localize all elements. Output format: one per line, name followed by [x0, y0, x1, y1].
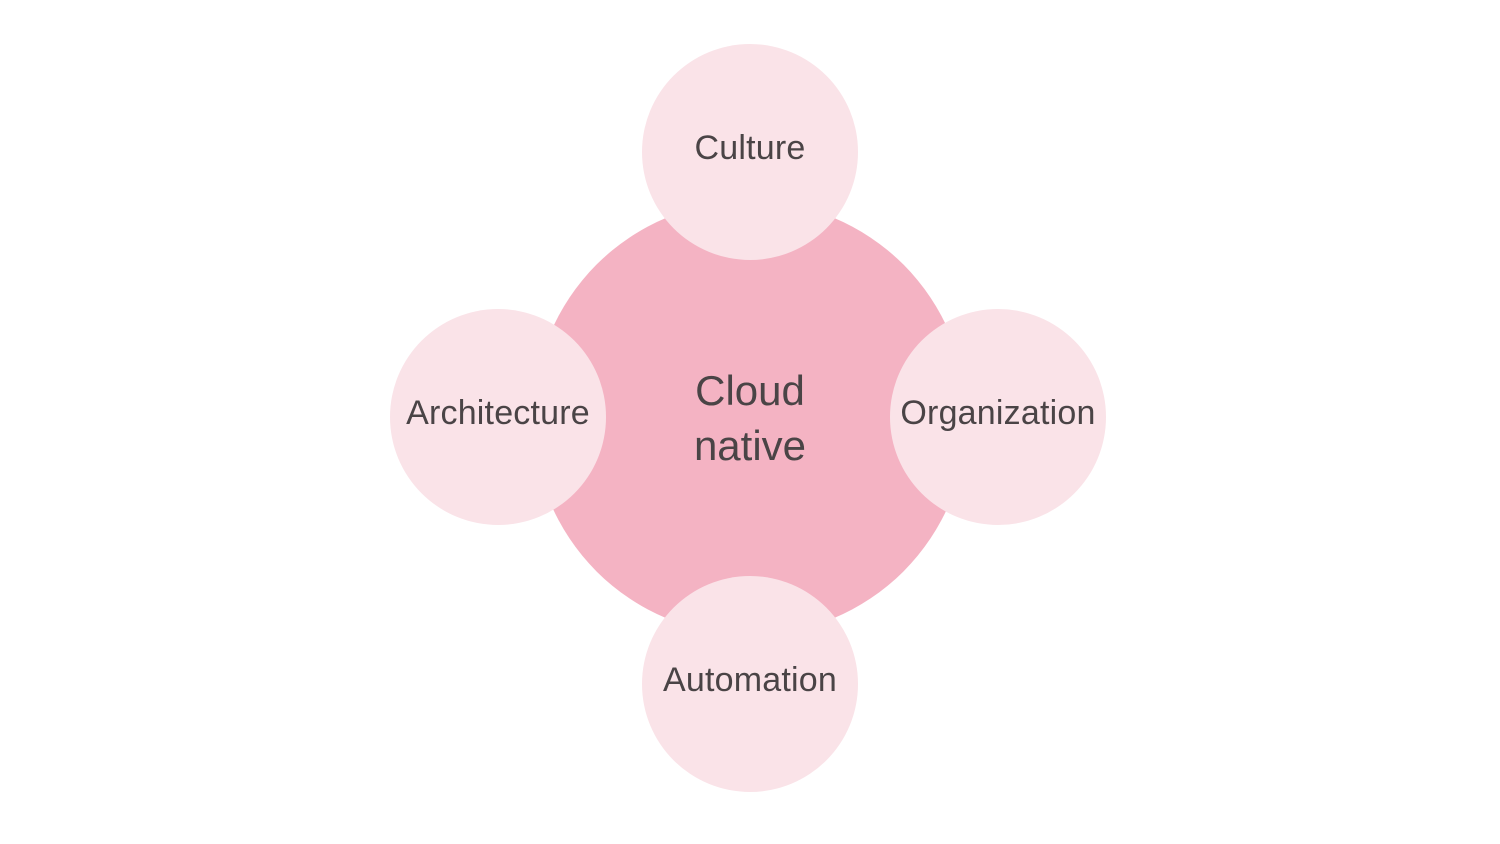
satellite-circle-architecture: Architecture [390, 309, 606, 525]
center-label: Cloud native [693, 367, 807, 469]
satellite-circle-automation: Automation [642, 576, 858, 792]
satellite-circle-organization: Organization [890, 309, 1106, 525]
satellite-circle-culture: Culture [642, 44, 858, 260]
satellite-label-organization: Organization [900, 393, 1096, 432]
satellite-label-architecture: Architecture [406, 393, 590, 432]
satellite-label-culture: Culture [694, 128, 806, 167]
satellite-label-automation: Automation [663, 660, 837, 699]
